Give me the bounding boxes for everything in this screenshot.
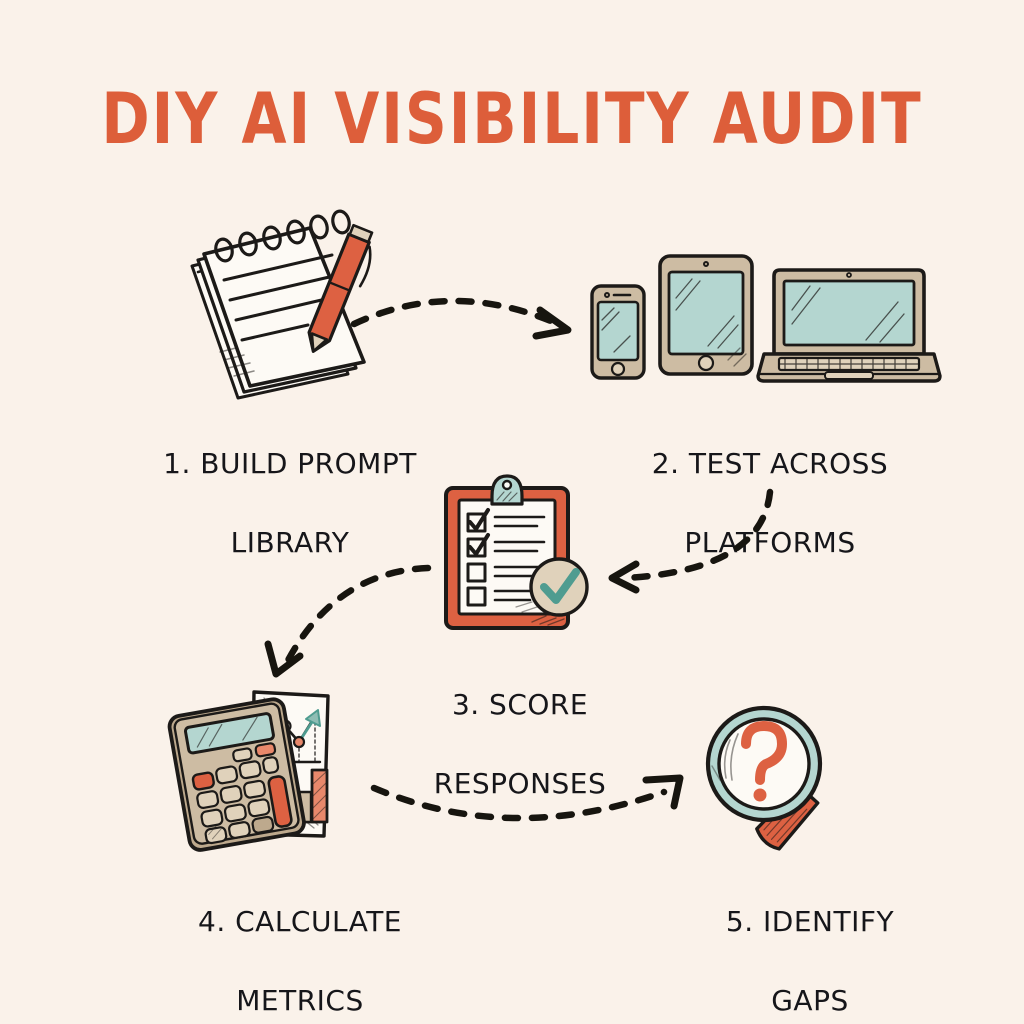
tablet-icon	[658, 254, 754, 376]
step-2-label: 2. TEST ACROSS PLATFORMS	[560, 404, 980, 603]
step-5-label-line1: 5. IDENTIFY	[725, 904, 895, 938]
step-2-label-line1: 2. TEST ACROSS	[651, 446, 889, 480]
step-1-label: 1. BUILD PROMPT LIBRARY	[60, 404, 520, 603]
step-4-label: 4. CALCULATE METRICS	[90, 862, 510, 1024]
step-3-label-line2: RESPONSES	[433, 767, 607, 801]
connector-arrow-1-to-2	[340, 280, 600, 360]
calculator-and-chart-icon	[167, 688, 398, 852]
devices-phone-tablet-laptop-icon	[588, 248, 942, 393]
magnifying-glass-question-icon	[690, 705, 860, 856]
step-5-label: 5. IDENTIFY GAPS	[630, 862, 990, 1024]
step-5-label-line2: GAPS	[771, 984, 849, 1018]
laptop-icon	[756, 268, 942, 383]
chart-sheet-icon	[250, 690, 330, 838]
step-1-label-line1: 1. BUILD PROMPT	[163, 446, 417, 480]
step-2-label-line2: PLATFORMS	[684, 526, 856, 560]
step-4-label-line2: METRICS	[236, 984, 364, 1018]
calculator-icon	[167, 697, 306, 852]
step-3-label: 3. SCORE RESPONSES	[370, 645, 670, 844]
page-title: DIY AI VISIBILITY AUDIT	[101, 78, 923, 161]
phone-icon	[590, 284, 646, 380]
step-4-label-line1: 4. CALCULATE	[198, 904, 402, 938]
notepad-and-pen-icon	[180, 209, 380, 402]
step-3-label-line1: 3. SCORE	[451, 687, 589, 721]
step-1-label-line2: LIBRARY	[230, 526, 350, 560]
